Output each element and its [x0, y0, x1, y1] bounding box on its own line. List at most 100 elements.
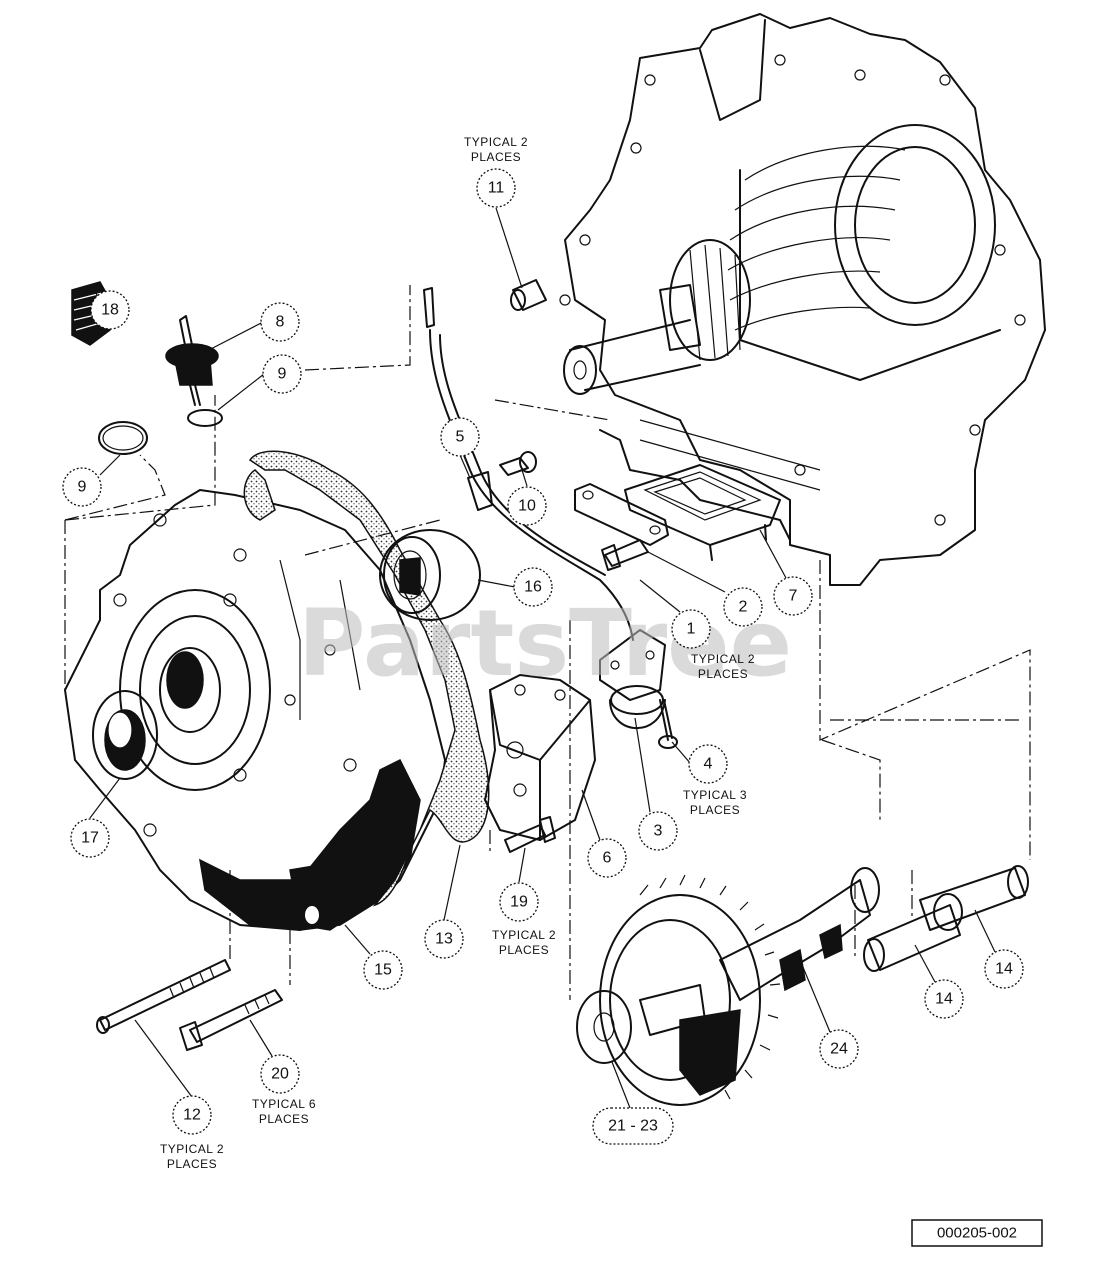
callout-number: 14	[935, 991, 953, 1008]
callout-13: 13	[424, 919, 464, 959]
callout-number: 19	[510, 894, 528, 911]
bolt-20	[179, 989, 283, 1051]
tappet-14b	[863, 904, 961, 972]
callout-number: 14	[995, 961, 1013, 978]
callout-circle	[363, 950, 403, 990]
callout-number: 6	[603, 850, 612, 867]
camshaft-24	[599, 867, 880, 1106]
o-ring-9-left-inner	[102, 425, 144, 451]
callout-2: 2	[723, 587, 763, 627]
callout-circle	[773, 576, 813, 616]
callout-9: 9	[62, 467, 102, 507]
callout-9: 9	[262, 354, 302, 394]
callout-5: 5	[440, 417, 480, 457]
callout-circle	[587, 838, 627, 878]
callout-19: 19	[499, 882, 539, 922]
bearing-16	[379, 529, 481, 621]
callout-3: 3	[638, 811, 678, 851]
callout-14: 14	[984, 949, 1024, 989]
callout-circle	[671, 609, 711, 649]
typical-places-note: PLACES	[690, 803, 740, 817]
typical-places-note: PLACES	[499, 943, 549, 957]
callout-6: 6	[587, 838, 627, 878]
callout-number: 16	[524, 579, 542, 596]
o-ring-9-right	[187, 409, 223, 427]
callout-circle	[62, 467, 102, 507]
typical-places-note: TYPICAL 2	[160, 1142, 224, 1156]
callout-number: 17	[81, 830, 99, 847]
breather-cover-7	[624, 464, 781, 561]
typical-places-note: TYPICAL 2	[691, 652, 755, 666]
callout-circle	[638, 811, 678, 851]
callout-circle	[70, 818, 110, 858]
callout-number: 5	[456, 429, 465, 446]
washer-21-23	[576, 990, 632, 1064]
callout-range-label: 21 - 23	[608, 1118, 658, 1135]
typical-places-note: PLACES	[471, 150, 521, 164]
callout-number: 13	[435, 931, 453, 948]
screw-10	[499, 451, 537, 476]
callout-16: 16	[513, 567, 553, 607]
callout-circle	[172, 1095, 212, 1135]
dowel-pin-11	[510, 279, 547, 311]
callout-circle	[262, 354, 302, 394]
callout-circle	[440, 417, 480, 457]
callout-number: 9	[78, 479, 87, 496]
callout-number: 2	[739, 599, 748, 616]
callout-number: 15	[374, 962, 392, 979]
callout-pill	[592, 1107, 674, 1145]
typical-places-note: TYPICAL 2	[464, 135, 528, 149]
bracket-2	[574, 483, 669, 546]
typical-places-note: PLACES	[259, 1112, 309, 1126]
callout-circle	[924, 979, 964, 1019]
callout-1: 1	[671, 609, 711, 649]
callout-number: 4	[704, 756, 713, 773]
callout-circle	[819, 1029, 859, 1069]
callout-circle	[90, 290, 130, 330]
typical-places-note: PLACES	[698, 667, 748, 681]
callout-number: 8	[276, 314, 285, 331]
callout-circle	[688, 744, 728, 784]
callout-number: 20	[271, 1066, 289, 1083]
callout-18: 18	[90, 290, 130, 330]
callout-number: 7	[789, 588, 798, 605]
stud-12	[96, 959, 231, 1034]
screw-4	[658, 699, 678, 749]
callout-circle	[476, 168, 516, 208]
callout-number: 24	[830, 1041, 848, 1058]
leader-lines	[89, 207, 996, 1109]
callout-20: 20	[260, 1054, 300, 1094]
typical-places-note: TYPICAL 2	[492, 928, 556, 942]
callout-12: 12	[172, 1095, 212, 1135]
alignment-lines	[64, 285, 1031, 1000]
callout-11: 11	[476, 168, 516, 208]
governor-housing-6	[484, 674, 596, 841]
screw-19	[504, 816, 556, 853]
callout-number: 1	[687, 621, 696, 638]
callout-15: 15	[363, 950, 403, 990]
callout-circle	[507, 486, 547, 526]
drawing-code-box: 000205-002	[911, 1219, 1043, 1247]
tappet-14a	[919, 865, 1029, 931]
screw-2	[601, 539, 649, 571]
callout-7: 7	[773, 576, 813, 616]
typical-places-note: TYPICAL 3	[683, 788, 747, 802]
callout-14: 14	[924, 979, 964, 1019]
engine-block	[559, 13, 1046, 586]
watermark: PartsTree	[298, 590, 792, 697]
valve-8	[165, 315, 219, 406]
drawing-code: 000205-002	[937, 1225, 1017, 1242]
callout-circle	[499, 882, 539, 922]
callout-24: 24	[819, 1029, 859, 1069]
o-ring-9-left	[98, 421, 148, 455]
callout-circle	[424, 919, 464, 959]
callout-8: 8	[260, 302, 300, 342]
callout-range: 21 - 23	[592, 1107, 674, 1145]
wire-harness-5	[423, 287, 634, 641]
callout-circle	[723, 587, 763, 627]
callout-4: 4	[688, 744, 728, 784]
